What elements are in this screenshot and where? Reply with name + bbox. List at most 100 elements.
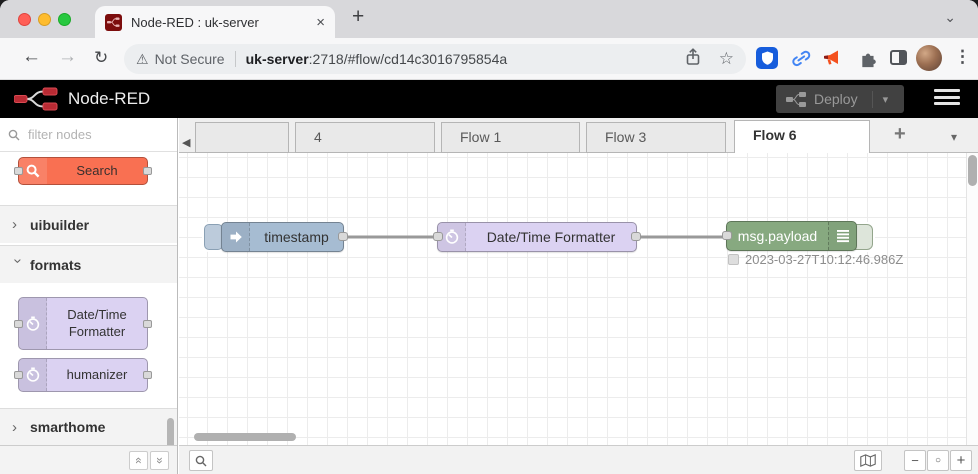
flow-tab-label: Flow 3 — [605, 129, 647, 145]
share-icon[interactable] — [685, 47, 701, 71]
canvas-vertical-scrollbar[interactable] — [966, 153, 978, 445]
deploy-icon — [786, 91, 806, 107]
input-port[interactable] — [722, 231, 732, 240]
chevron-down-icon: › — [9, 258, 27, 264]
flow-canvas[interactable]: timestamp Date/Time Formatter — [179, 153, 978, 445]
reload-button[interactable]: ↻ — [94, 48, 109, 67]
flow-tab-flow1[interactable]: Flow 1 — [441, 122, 580, 153]
scroll-tabs-left-button[interactable]: ◀ — [182, 137, 191, 149]
flow-tab-flow6-active[interactable]: Flow 6 — [734, 120, 870, 153]
browser-tab[interactable]: Node-RED : uk-server × — [95, 6, 335, 38]
navigator-button[interactable] — [854, 450, 882, 471]
deploy-button[interactable]: Deploy ▾ — [776, 85, 904, 113]
horizontal-scrollbar-thumb[interactable] — [194, 433, 296, 441]
flow-tab-clipped[interactable]: 2 — [195, 122, 289, 153]
extensions-puzzle-icon[interactable] — [858, 49, 877, 73]
megaphone-extension-icon[interactable] — [822, 49, 842, 72]
flow-list-caret-icon[interactable]: ▾ — [951, 130, 958, 144]
expand-all-button[interactable]: » — [150, 451, 169, 470]
palette-category-smarthome[interactable]: › smarthome — [0, 408, 177, 446]
flow-tab-flow3[interactable]: Flow 3 — [586, 122, 726, 153]
output-port[interactable] — [631, 232, 641, 241]
profile-avatar[interactable] — [916, 45, 942, 71]
palette-filter[interactable] — [0, 118, 177, 152]
palette-node-label: Date/Time Formatter — [67, 307, 127, 339]
url-host: uk-server — [245, 51, 309, 67]
palette-node-label: humanizer — [66, 366, 128, 382]
workspace-footer: − ○ + — [179, 445, 978, 474]
close-tab-icon[interactable]: × — [316, 13, 325, 31]
new-tab-button[interactable]: + — [352, 5, 365, 28]
palette-node-datetime-formatter[interactable]: Date/Time Formatter — [14, 297, 152, 350]
category-label: uibuilder — [30, 216, 90, 233]
canvas-search-button[interactable] — [189, 450, 213, 471]
palette-node-label: Search — [76, 162, 118, 178]
deploy-options-caret[interactable]: ▾ — [871, 90, 888, 108]
palette-category-uibuilder[interactable]: › uibuilder — [0, 205, 177, 243]
browser-toolbar: ← → ↻ ⚠ Not Secure uk-server :2718/#flow… — [0, 38, 978, 80]
search-icon — [195, 455, 207, 466]
zoom-reset-button[interactable]: ○ — [927, 450, 949, 471]
search-node-icon — [19, 158, 47, 184]
palette-scrollbar[interactable] — [167, 418, 174, 450]
datetime-formatter-node[interactable]: Date/Time Formatter — [433, 222, 641, 252]
node-red-favicon — [105, 13, 122, 31]
zoom-out-button[interactable]: − — [904, 450, 926, 471]
output-port — [143, 371, 152, 379]
vertical-scrollbar-thumb[interactable] — [968, 155, 977, 186]
output-port[interactable] — [338, 232, 348, 241]
chevrons-down-icon: » — [153, 457, 167, 464]
tab-search-icon[interactable]: ⌄ — [944, 9, 956, 25]
link-extension-icon[interactable] — [790, 49, 812, 72]
category-label: smarthome — [30, 419, 106, 435]
minimize-window-button[interactable] — [38, 13, 51, 26]
inject-node-timestamp[interactable]: timestamp — [221, 222, 348, 252]
flow-tab-label: Flow 6 — [753, 127, 797, 143]
browser-menu-icon[interactable]: ⋮ — [954, 47, 971, 66]
password-extension-icon[interactable] — [756, 47, 778, 69]
node-red-logo-icon — [13, 86, 60, 117]
node-label: msg.payload — [737, 228, 818, 244]
category-label: formats — [30, 256, 82, 273]
filter-nodes-input[interactable] — [26, 126, 156, 143]
back-button[interactable]: ← — [22, 46, 41, 67]
close-window-button[interactable] — [18, 13, 31, 26]
chevron-right-icon: › — [12, 216, 17, 233]
node-label: Date/Time Formatter — [486, 229, 616, 245]
security-label[interactable]: Not Secure — [154, 51, 225, 67]
flow-tab-4[interactable]: 4 — [295, 122, 435, 153]
forward-button: → — [58, 46, 77, 67]
search-icon — [8, 129, 20, 140]
node-label: timestamp — [264, 229, 329, 245]
side-panel-icon[interactable] — [890, 50, 907, 65]
main-menu-icon[interactable] — [934, 89, 960, 109]
bookmark-icon[interactable]: ☆ — [718, 49, 734, 68]
status-shape-icon — [728, 254, 739, 265]
node-palette: Search › uibuilder › formats — [0, 118, 178, 474]
palette-node-search[interactable]: Search — [14, 157, 152, 185]
input-port — [14, 319, 23, 328]
palette-category-formats[interactable]: › formats — [0, 245, 177, 283]
palette-node-humanizer[interactable]: humanizer — [14, 358, 152, 392]
collapse-all-button[interactable]: « — [129, 451, 148, 470]
workspace: ◀ 2 4 Flow 1 Flow 3 Flow 6 + ▾ — [179, 118, 978, 474]
flow-tab-bar: ◀ 2 4 Flow 1 Flow 3 Flow 6 + ▾ — [179, 118, 978, 153]
url-path: :2718/#flow/cd14c3016795854a — [308, 51, 508, 67]
flow-tab-label: 4 — [314, 129, 322, 145]
palette-footer: « » — [0, 445, 177, 474]
status-text: 2023-03-27T10:12:46.986Z — [745, 252, 904, 267]
address-bar[interactable]: ⚠ Not Secure uk-server :2718/#flow/cd14c… — [124, 44, 746, 74]
editor-main: Search › uibuilder › formats — [0, 118, 978, 474]
output-port — [143, 167, 152, 175]
zoom-window-button[interactable] — [58, 13, 71, 26]
input-port[interactable] — [433, 232, 443, 241]
browser-tab-title: Node-RED : uk-server — [131, 14, 259, 30]
deploy-label: Deploy — [814, 91, 858, 107]
inject-arrow-icon — [222, 223, 250, 251]
timer-icon — [19, 359, 47, 391]
add-flow-button[interactable]: + — [894, 123, 906, 145]
debug-node-msg-payload[interactable]: msg.payload — [722, 221, 857, 251]
zoom-in-button[interactable]: + — [950, 450, 972, 471]
warning-icon: ⚠ — [136, 50, 149, 67]
